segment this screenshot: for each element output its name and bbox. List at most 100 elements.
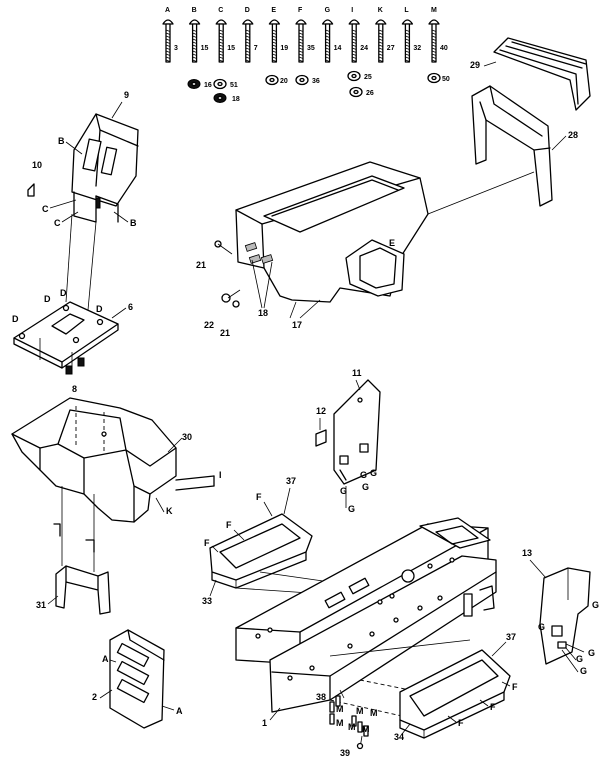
ref-G9: G xyxy=(576,654,583,664)
label-1: 1 xyxy=(262,718,267,728)
ref-G8: G xyxy=(588,648,595,658)
fastener-8 xyxy=(65,352,85,375)
ref-F2: F xyxy=(226,520,232,530)
ref-G6: G xyxy=(592,600,599,610)
ref-G10: G xyxy=(580,666,587,676)
label-8: 8 xyxy=(72,384,77,394)
bolt-letter: M xyxy=(431,7,437,14)
label-30: 30 xyxy=(182,432,192,442)
ref-K: K xyxy=(166,506,173,516)
ref-G1: G xyxy=(360,470,367,480)
label-10: 10 xyxy=(32,160,42,170)
side-panel-2 xyxy=(109,629,165,729)
side-plate-11 xyxy=(333,379,381,485)
ref-D2: D xyxy=(60,288,67,298)
nut-number: 18 xyxy=(232,96,240,103)
bolt-e: E 19 xyxy=(268,7,288,63)
ref-G2: G xyxy=(370,468,377,478)
ref-G3: G xyxy=(340,486,347,496)
ref-F6: F xyxy=(458,718,464,728)
bolt-l: L 32 xyxy=(401,7,421,63)
ref-C2: C xyxy=(54,218,61,228)
label-21a: 21 xyxy=(196,260,206,270)
ref-G7: G xyxy=(538,622,545,632)
bolt-letter: E xyxy=(271,7,276,14)
label-2: 2 xyxy=(92,692,97,702)
bolt-letter: C xyxy=(218,7,223,14)
ref-M5: M xyxy=(348,722,356,732)
nut-18: 18 xyxy=(213,93,240,103)
label-31: 31 xyxy=(36,600,46,610)
nut-36: 36 xyxy=(295,74,320,86)
bolt-letter: F xyxy=(298,7,303,14)
nut-number: 36 xyxy=(312,78,320,85)
ref-G4: G xyxy=(362,482,369,492)
ref-F1: F xyxy=(256,492,262,502)
bolt-number: 19 xyxy=(280,45,288,52)
label-28: 28 xyxy=(568,130,578,140)
nut-number: 25 xyxy=(364,74,372,81)
ref-M4: M xyxy=(370,708,378,718)
label-6: 6 xyxy=(128,302,133,312)
ref-A1: A xyxy=(102,654,109,664)
bolt-i: I 24 xyxy=(348,7,368,63)
hardware-21-22 xyxy=(214,240,241,308)
bolt-number: 14 xyxy=(334,45,342,52)
label-38: 38 xyxy=(316,692,326,702)
ref-B1: B xyxy=(58,136,65,146)
bolt-number: 7 xyxy=(254,45,258,52)
ref-A2: A xyxy=(176,706,183,716)
bolt-m: M 40 xyxy=(428,7,448,63)
nut-number: 16 xyxy=(204,82,212,89)
bolt-k: K27 xyxy=(375,7,395,63)
label-37b: 37 xyxy=(506,632,516,642)
nut-20: 20 xyxy=(265,74,288,86)
dash-panel-9 xyxy=(71,113,139,223)
mount-plate-6 xyxy=(13,301,119,369)
bolt-cluster-38-39 xyxy=(329,689,369,750)
hood-bracket-28: 28 xyxy=(471,85,578,207)
frame-1 xyxy=(235,517,497,721)
clip-10 xyxy=(27,183,35,197)
label-13: 13 xyxy=(522,548,532,558)
label-22: 22 xyxy=(204,320,214,330)
bolt-f: F 35 xyxy=(295,7,315,63)
bolt-letter: G xyxy=(325,7,331,14)
label-11: 11 xyxy=(352,368,362,378)
bolt-number: 32 xyxy=(413,45,421,52)
bolt-letter: B xyxy=(192,7,197,14)
bolt-letter: I xyxy=(351,7,353,14)
fender-30 xyxy=(11,397,215,523)
bracket-31 xyxy=(55,565,111,615)
bolt-number: 40 xyxy=(440,45,448,52)
ref-D4: D xyxy=(12,314,19,324)
bolt-letter: D xyxy=(245,7,250,14)
bolt-number: 35 xyxy=(307,45,315,52)
ref-C1: C xyxy=(42,204,49,214)
bumper-29: 29 xyxy=(470,37,591,111)
label-39: 39 xyxy=(340,748,350,758)
ref-F4: F xyxy=(512,682,518,692)
footrest-33 xyxy=(209,513,313,589)
ref-G5: G xyxy=(348,504,355,514)
bolt-letter: L xyxy=(404,7,409,14)
nut-number: 20 xyxy=(280,78,288,85)
bolt-d: D7 xyxy=(242,7,258,63)
bolt-number: 15 xyxy=(201,45,209,52)
nut-number: 50 xyxy=(442,76,450,83)
ref-D1: D xyxy=(44,294,51,304)
ref-I: I xyxy=(219,470,222,480)
bolt-number: 24 xyxy=(360,45,368,52)
nut-26: 26 xyxy=(349,86,374,98)
side-plate-13 xyxy=(539,567,591,665)
label-21b: 21 xyxy=(220,328,230,338)
label-34: 34 xyxy=(394,732,404,742)
bolt-c: C15 xyxy=(215,7,235,63)
nut-number: 51 xyxy=(230,82,238,89)
ref-F5: F xyxy=(490,702,496,712)
bolt-number: 27 xyxy=(387,45,395,52)
bolt-a: A3 xyxy=(162,7,178,63)
ref-B2: B xyxy=(130,218,137,228)
